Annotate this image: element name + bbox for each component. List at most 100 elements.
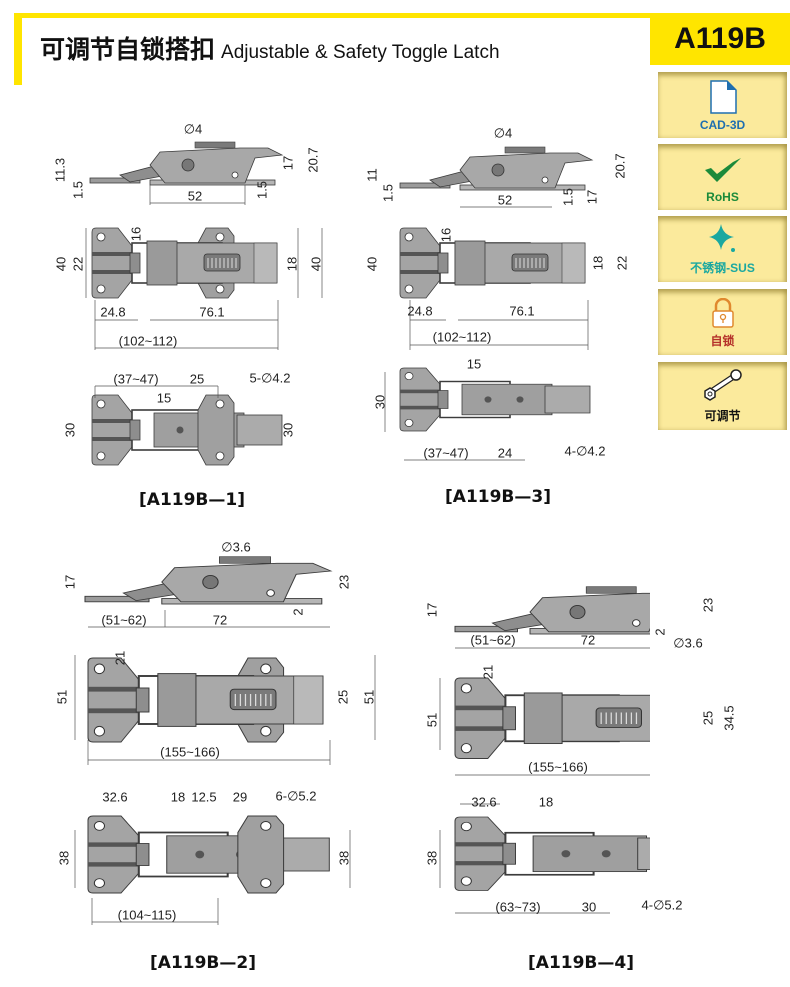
dim-label: 18: [170, 789, 186, 805]
dim-label: 21: [112, 650, 128, 666]
dim-label: 30: [372, 394, 388, 410]
dim-label: 18: [284, 256, 300, 272]
dim-label: 40: [308, 256, 324, 272]
dim-label: 24.8: [100, 304, 126, 320]
drawing-a119b-4-top: [455, 678, 650, 759]
cad-file-icon: [709, 80, 737, 114]
dim-label: 23: [336, 574, 352, 590]
dim-label: 76.1: [509, 303, 535, 319]
dim-label: 6-∅5.2: [275, 788, 317, 804]
dim-label: 16: [438, 227, 454, 243]
dim-label: (155~166): [160, 744, 220, 760]
dim-label: 20.7: [305, 147, 321, 173]
feature-label: RoHS: [706, 190, 739, 204]
header-accent-side: [14, 13, 22, 85]
dim-label: 15: [156, 390, 172, 406]
dim-label: 51: [424, 712, 440, 728]
dim-label: 20.7: [612, 153, 628, 179]
dim-label: 51: [361, 689, 377, 705]
dim-label: 2: [290, 608, 306, 616]
drawing-a119b-2-bottom: [88, 816, 329, 893]
dim-label: 18: [538, 794, 554, 810]
dim-label: 23: [700, 597, 716, 613]
dim-label: 1.5: [380, 183, 396, 203]
dim-label: 25: [189, 371, 205, 387]
dim-label: 17: [424, 602, 440, 618]
dim-label: 11.3: [52, 157, 68, 183]
dim-label: 38: [336, 850, 352, 866]
feature-label: CAD-3D: [699, 118, 746, 132]
dim-label: ∅3.6: [673, 635, 703, 651]
feature-label: 自锁: [710, 334, 735, 348]
check-icon: [704, 158, 741, 182]
variant-caption: [A119B—3]: [445, 487, 551, 507]
dim-label: 15: [466, 356, 482, 372]
dim-label: 16: [128, 226, 144, 242]
dim-label: (51~62): [101, 612, 147, 628]
drawing-a119b-4-side: [454, 586, 650, 635]
dim-label: 4-∅4.2: [564, 443, 606, 459]
drawing-a119b-3-side: [399, 146, 593, 191]
drawing-a119b-3-bottom: [400, 368, 590, 431]
model-badge: A119B: [650, 13, 790, 65]
dim-label: 32.6: [102, 789, 128, 805]
variant-caption: [A119B—4]: [528, 953, 634, 973]
dim-label: 38: [424, 850, 440, 866]
drawing-a119b-1-bottom: [92, 395, 282, 465]
technical-drawings: [74, 141, 650, 925]
sparkle-icon: [708, 224, 735, 252]
drawing-a119b-3-top: [400, 228, 585, 298]
dim-label: 52: [497, 192, 513, 208]
dim-label: (102~112): [432, 329, 492, 345]
dim-label: 34.5: [721, 705, 737, 731]
dim-label: 11: [364, 168, 380, 182]
dim-label: 12.5: [191, 789, 217, 805]
dim-label: 76.1: [199, 304, 225, 320]
dim-label: 1.5: [560, 187, 576, 207]
dim-label: 32.6: [471, 794, 497, 810]
feature-label: 不锈钢-SUS: [690, 261, 755, 275]
dim-label: 25: [700, 710, 716, 726]
dim-label: 29: [232, 789, 248, 805]
wrench-icon: [703, 369, 742, 401]
dim-label: 22: [70, 256, 86, 272]
dim-label: 5-∅4.2: [249, 370, 291, 386]
drawing-a119b-1-side: [89, 141, 283, 186]
dim-label: (155~166): [528, 759, 588, 775]
drawing-a119b-1-top: [92, 228, 277, 298]
dim-label: 40: [364, 256, 380, 272]
dim-label: 24: [497, 445, 513, 461]
title-english: Adjustable & Safety Toggle Latch: [221, 42, 500, 63]
dim-label: 17: [584, 189, 600, 205]
dim-label: 4-∅5.2: [641, 897, 683, 913]
dim-label: ∅3.6: [221, 539, 251, 555]
dim-label: (37~47): [113, 371, 159, 387]
dim-label: 40: [53, 256, 69, 272]
title-chinese: 可调节自锁搭扣: [40, 35, 216, 64]
variant-caption: [A119B—2]: [150, 953, 256, 973]
dim-label: (37~47): [423, 445, 469, 461]
dim-label: 30: [581, 899, 597, 915]
dim-label: 2: [652, 628, 668, 636]
drawing-a119b-4-bottom: [455, 817, 650, 891]
dim-label: ∅4: [183, 121, 203, 137]
feature-rohs[interactable]: RoHS: [658, 144, 787, 210]
dim-label: (63~73): [495, 899, 541, 915]
dim-label: 72: [580, 632, 596, 648]
feature-self-lock[interactable]: 自锁: [658, 289, 787, 355]
dim-label: (51~62): [470, 632, 516, 648]
dim-label: 51: [54, 689, 70, 705]
drawing-a119b-2-top: [88, 658, 323, 742]
feature-cad-3d[interactable]: CAD-3D: [658, 72, 787, 138]
lock-icon: [711, 298, 734, 328]
dim-label: ∅4: [493, 125, 513, 141]
feature-stainless-steel[interactable]: 不锈钢-SUS: [658, 216, 787, 282]
dim-label: 38: [56, 850, 72, 866]
drawing-a119b-2-side: [84, 556, 332, 605]
dim-label: 17: [280, 155, 296, 171]
variant-caption: [A119B—1]: [139, 490, 245, 510]
dim-label: 52: [187, 188, 203, 204]
feature-adjustable[interactable]: 可调节: [658, 362, 787, 430]
dim-label: 21: [480, 664, 496, 680]
